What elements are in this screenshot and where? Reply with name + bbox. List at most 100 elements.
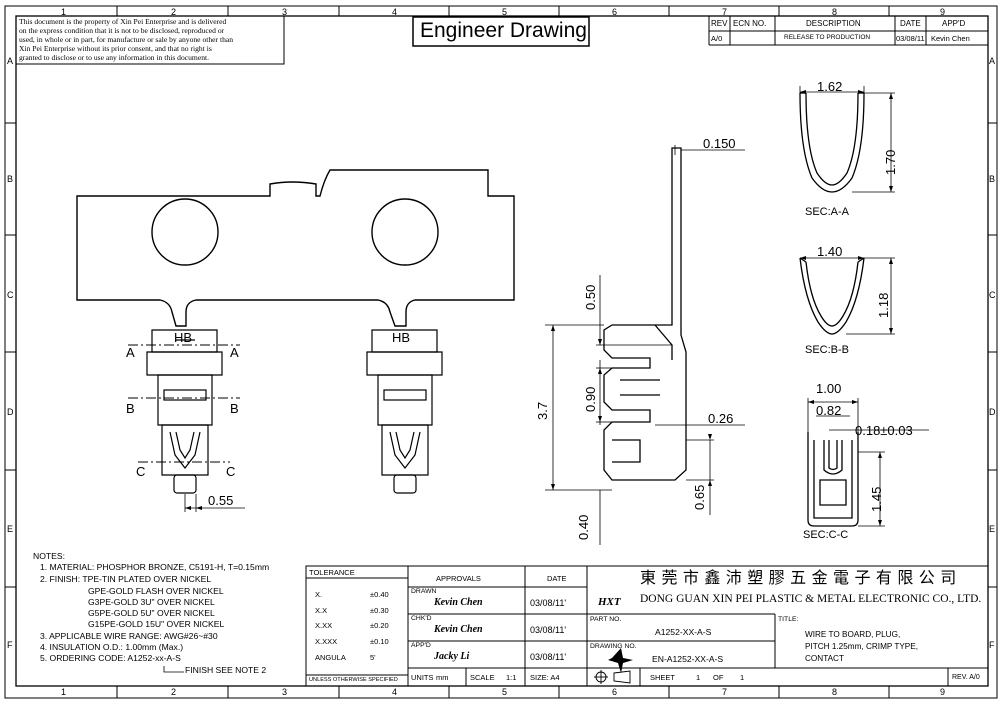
- tol-row-4-value: ±0.10: [370, 637, 389, 646]
- dim-140: 1.40: [817, 244, 843, 259]
- chk-date: 03/08/11': [530, 625, 567, 635]
- tolerance-footer: UNLESS OTHERWISE SPECIFIED: [309, 677, 398, 683]
- note-2-g3pe: G3PE-GOLD 3U" OVER NICKEL: [88, 597, 215, 607]
- zone-left-b: B: [7, 174, 14, 184]
- scale-value: 1:1: [506, 673, 517, 682]
- date-header: DATE: [900, 19, 921, 28]
- dim-090: 0.90: [583, 386, 598, 412]
- title-box: [412, 16, 590, 47]
- of-value: 1: [740, 673, 745, 682]
- dim-162: 1.62: [817, 79, 843, 94]
- zone-bottom-7: 7: [722, 687, 728, 697]
- zone-top-1: 1: [61, 7, 67, 17]
- sec-cc-dims: [807, 398, 929, 527]
- dim-050: 0.50: [583, 284, 598, 310]
- note-2-gpe: GPE-GOLD FLASH OVER NICKEL: [88, 586, 224, 596]
- dim-018: 0.18±0.03: [855, 423, 913, 438]
- tol-row-2-value: ±0.30: [370, 606, 389, 615]
- tolerance-header: TOLERANCE: [309, 568, 355, 577]
- dim-145: 1.45: [869, 486, 884, 512]
- dim-118: 1.18: [876, 292, 891, 318]
- zone-right-f: F: [989, 640, 995, 650]
- of-label: OF: [713, 673, 724, 682]
- sec-cc-label: SEC:C-C: [803, 529, 849, 541]
- terminal-left: [146, 329, 223, 494]
- app-name: Jacky Li: [434, 651, 470, 662]
- notice-line-4: Xin Pei Enterprise without its prior con…: [19, 44, 212, 53]
- tol-row-3-label: X.XX: [315, 621, 333, 630]
- tol-row-3-value: ±0.20: [370, 621, 389, 630]
- drawing-no-value: EN-A1252-XX-A-S: [652, 654, 724, 664]
- carrier-strip: [76, 169, 515, 327]
- zone-right-d: D: [989, 407, 996, 417]
- section-c-right: C: [226, 464, 236, 479]
- note-1: 1. MATERIAL: PHOSPHOR BRONZE, C5191-H, T…: [40, 562, 270, 572]
- zone-ticks: [5, 6, 997, 698]
- zone-top-6: 6: [612, 7, 618, 17]
- title-line-3: CONTACT: [805, 654, 844, 663]
- section-a-right: A: [230, 345, 239, 360]
- hb-mark-left: HB: [174, 330, 193, 345]
- section-b-left: B: [126, 401, 135, 416]
- section-b-right: B: [230, 401, 239, 416]
- appd-header: APP'D: [942, 19, 966, 28]
- zone-top-4: 4: [392, 7, 398, 17]
- sec-bb-label: SEC:B-B: [805, 344, 850, 356]
- zone-bottom-5: 5: [502, 687, 508, 697]
- rev-value: A/0: [711, 34, 723, 43]
- dim-082: 0.82: [816, 403, 842, 418]
- hb-mark-right: HB: [392, 330, 411, 345]
- date-value: 03/08/11: [896, 34, 925, 43]
- description-value: RELEASE TO PRODUCTION: [784, 34, 871, 41]
- notes-heading: NOTES:: [33, 551, 65, 561]
- notice-box: [15, 15, 285, 65]
- tol-row-2-label: X.X: [315, 606, 328, 615]
- dim-0150: 0.150: [703, 136, 736, 151]
- note-4: 4. INSULATION O.D.: 1.00mm (Max.): [40, 642, 184, 652]
- appd-value: Kevin Chen: [931, 34, 970, 43]
- title-line-1: WIRE TO BOARD, PLUG,: [805, 630, 901, 639]
- scale-label: SCALE: [470, 673, 495, 682]
- zone-right-a: A: [989, 56, 996, 66]
- zone-bottom-3: 3: [282, 687, 288, 697]
- drawn-date: 03/08/11': [530, 598, 567, 608]
- zone-top-5: 5: [502, 7, 508, 17]
- drawn-label: DRAWN: [411, 588, 437, 595]
- sheet-label: SHEET: [650, 673, 676, 682]
- dim-100: 1.00: [816, 381, 842, 396]
- part-no-value: A1252-XX-A-S: [655, 627, 712, 637]
- chk-name: Kevin Chen: [434, 624, 483, 635]
- notice-line-2: on the express condition that it is not …: [19, 26, 225, 35]
- zone-right-b: B: [989, 174, 996, 184]
- side-view-dims: [545, 145, 745, 545]
- pilot-hole-left: [151, 198, 219, 266]
- notice-line-1: This document is the property of Xin Pei…: [19, 17, 227, 26]
- zone-left-d: D: [7, 407, 14, 417]
- title-line-2: PITCH 1.25mm, CRIMP TYPE,: [805, 642, 918, 651]
- dim-arrowheads: [185, 90, 893, 673]
- zone-bottom-8: 8: [832, 687, 838, 697]
- company-logo: HXT: [598, 596, 621, 608]
- dim-040: 0.40: [576, 514, 591, 540]
- zone-left-a: A: [7, 56, 14, 66]
- app-date: 03/08/11': [530, 652, 567, 662]
- sec-bb-shape: [799, 257, 865, 335]
- note-2-g15pe: G15PE-GOLD 15U" OVER NICKEL: [88, 619, 225, 629]
- units-label: UNITS: [411, 673, 434, 682]
- sec-aa-shape: [799, 92, 865, 193]
- zone-left-f: F: [7, 640, 13, 650]
- company-name-english: DONG GUAN XIN PEI PLASTIC & METAL ELECTR…: [640, 593, 982, 605]
- zone-right-c: C: [989, 290, 996, 300]
- revision-block-lines: [708, 16, 988, 46]
- sec-aa-label: SEC:A-A: [805, 206, 850, 218]
- tol-row-4-label: X.XXX: [315, 637, 338, 646]
- approvals-header: APPROVALS: [436, 574, 481, 583]
- dim-170: 1.70: [883, 149, 898, 175]
- drawn-name: Kevin Chen: [434, 597, 483, 608]
- app-label: APP'D: [411, 642, 431, 649]
- drawing-title: Engineer Drawing: [420, 19, 587, 42]
- zone-bottom-2: 2: [171, 687, 177, 697]
- section-lines: [128, 344, 240, 463]
- pilot-hole-right: [371, 198, 439, 266]
- approvals-date-header: DATE: [547, 574, 567, 583]
